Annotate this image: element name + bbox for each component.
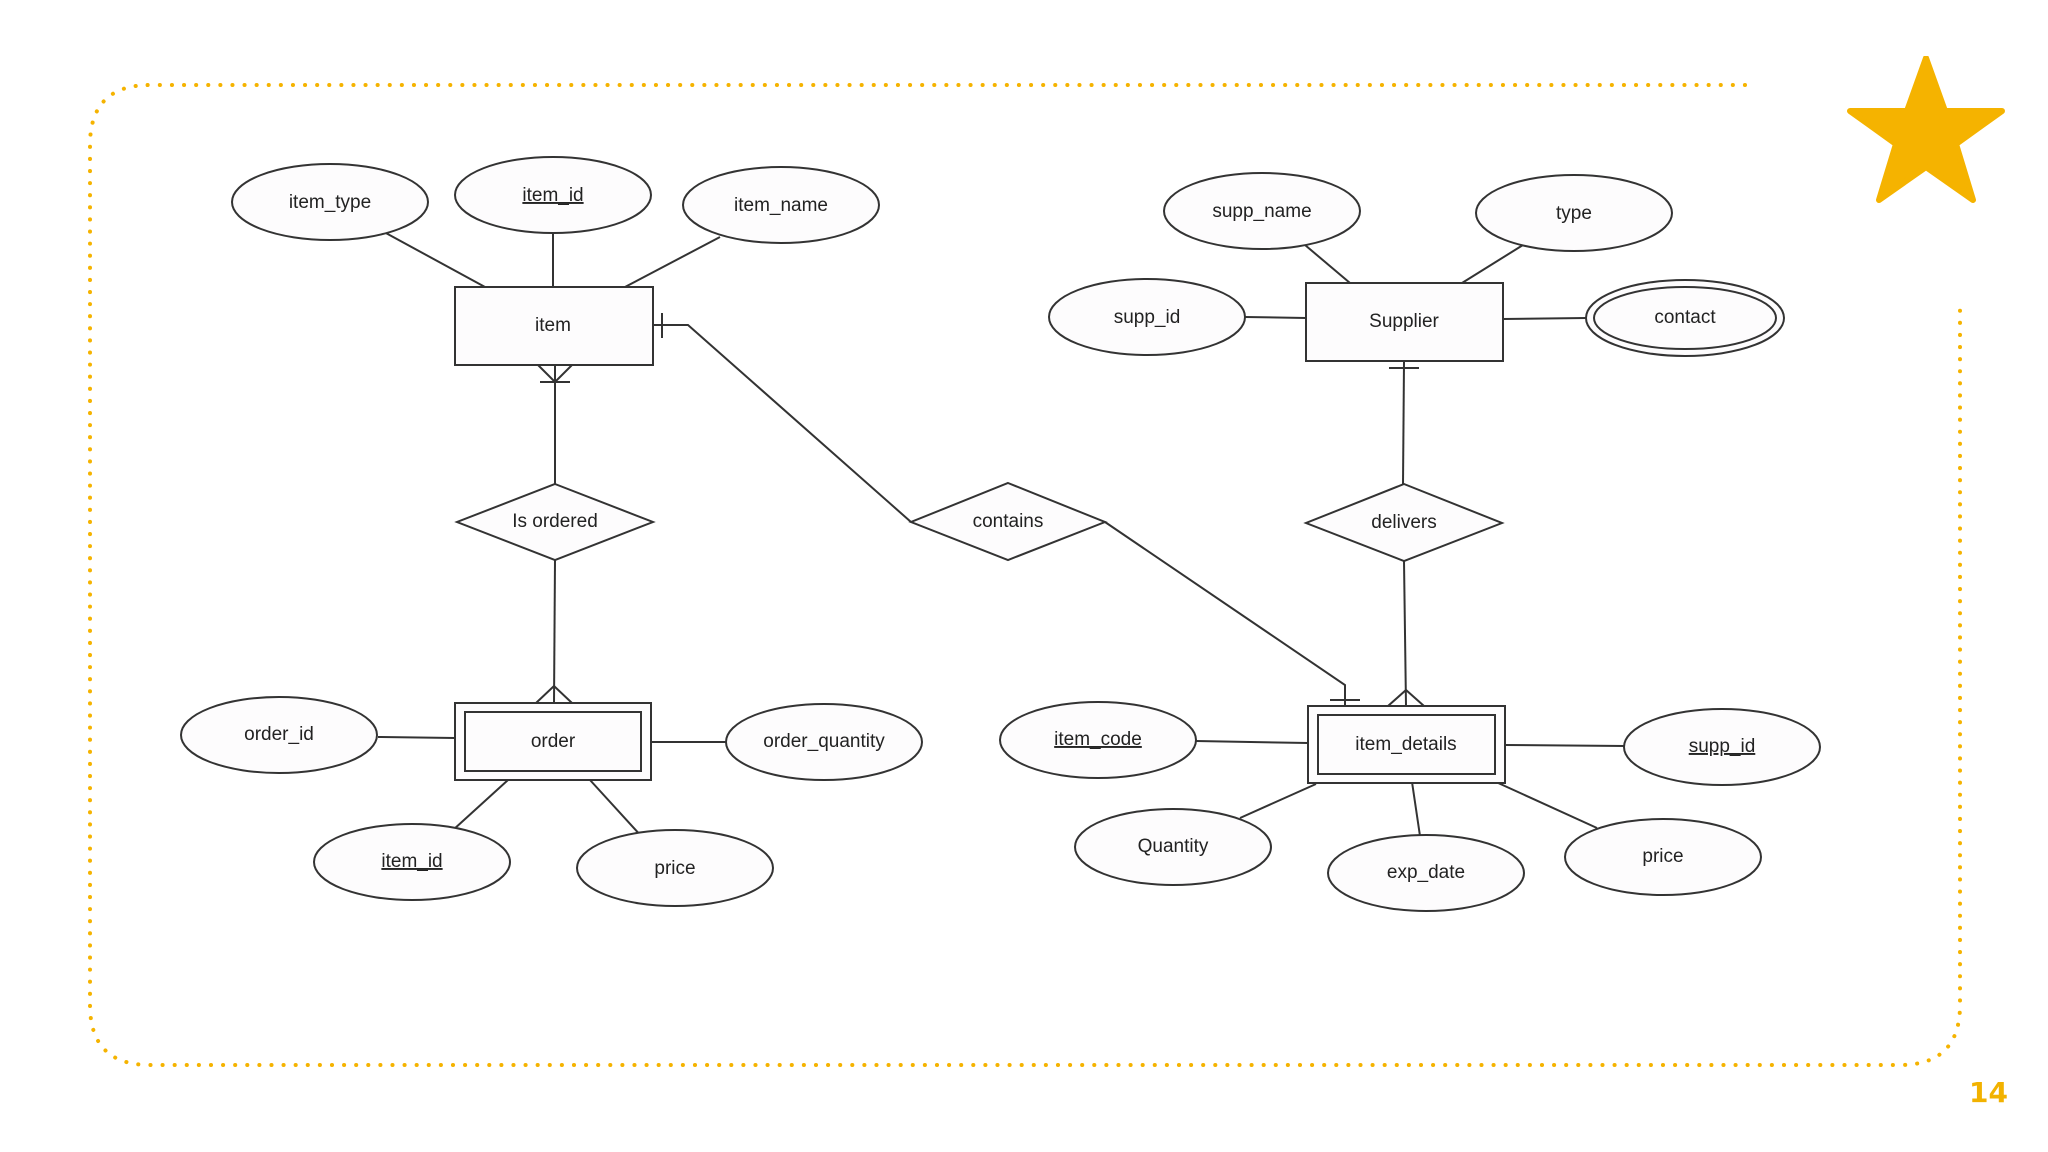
attribute-label: contact bbox=[1654, 307, 1716, 328]
page-number: 14 bbox=[1969, 1076, 2008, 1109]
relationship-label: contains bbox=[973, 511, 1044, 532]
attribute-quantity: Quantity bbox=[1074, 808, 1272, 886]
attribute-order-price: price bbox=[576, 829, 774, 907]
key-attribute-label: supp_id bbox=[1689, 736, 1756, 757]
attribute-label: exp_date bbox=[1387, 862, 1465, 883]
attribute-order-item-id: item_id bbox=[313, 823, 511, 901]
key-attribute-label: item_code bbox=[1054, 729, 1142, 750]
attribute-label: price bbox=[1642, 846, 1683, 867]
multivalued-attribute-contact: contact bbox=[1585, 279, 1785, 357]
connector-lines bbox=[377, 231, 1626, 839]
weak-entity-order: order bbox=[454, 702, 652, 781]
attribute-supp-id: supp_id bbox=[1048, 278, 1246, 356]
weak-entity-item-details: item_details bbox=[1307, 705, 1506, 784]
attribute-label: item_name bbox=[734, 195, 828, 216]
key-attribute-label: item_id bbox=[381, 851, 442, 872]
attribute-item-name: item_name bbox=[682, 166, 880, 244]
relationship-delivers: delivers bbox=[1303, 482, 1505, 563]
entity-label: order bbox=[531, 731, 576, 752]
attribute-exp-date: exp_date bbox=[1327, 834, 1525, 912]
relationship-is-ordered: Is ordered bbox=[454, 482, 656, 562]
key-attribute-label: item_id bbox=[522, 185, 583, 206]
entity-supplier: Supplier bbox=[1305, 282, 1504, 362]
star-icon bbox=[1847, 56, 2005, 203]
attribute-label: Quantity bbox=[1138, 836, 1209, 857]
attribute-item-id: item_id bbox=[454, 156, 652, 234]
entity-item: item bbox=[454, 286, 654, 366]
attribute-order-id: order_id bbox=[180, 696, 378, 774]
attribute-item-type: item_type bbox=[231, 163, 429, 241]
attribute-label: type bbox=[1556, 203, 1592, 224]
entity-label: Supplier bbox=[1369, 311, 1439, 332]
attribute-label: order_id bbox=[244, 724, 314, 745]
relationship-contains: contains bbox=[908, 481, 1108, 562]
attribute-label: supp_name bbox=[1212, 201, 1311, 222]
entity-label: item bbox=[535, 315, 571, 336]
attribute-label: order_quantity bbox=[763, 731, 885, 752]
attribute-item-code: item_code bbox=[999, 701, 1197, 779]
attribute-details-supp-id: supp_id bbox=[1623, 708, 1821, 786]
attribute-label: supp_id bbox=[1114, 307, 1181, 328]
relationship-label: delivers bbox=[1371, 512, 1436, 533]
attribute-details-price: price bbox=[1564, 818, 1762, 896]
attribute-type: type bbox=[1475, 174, 1673, 252]
entity-label: item_details bbox=[1355, 734, 1456, 755]
attribute-label: price bbox=[654, 858, 695, 879]
attribute-label: item_type bbox=[289, 192, 371, 213]
attribute-supp-name: supp_name bbox=[1163, 172, 1361, 250]
attribute-order-quantity: order_quantity bbox=[725, 703, 923, 781]
relationship-label: Is ordered bbox=[512, 511, 598, 532]
